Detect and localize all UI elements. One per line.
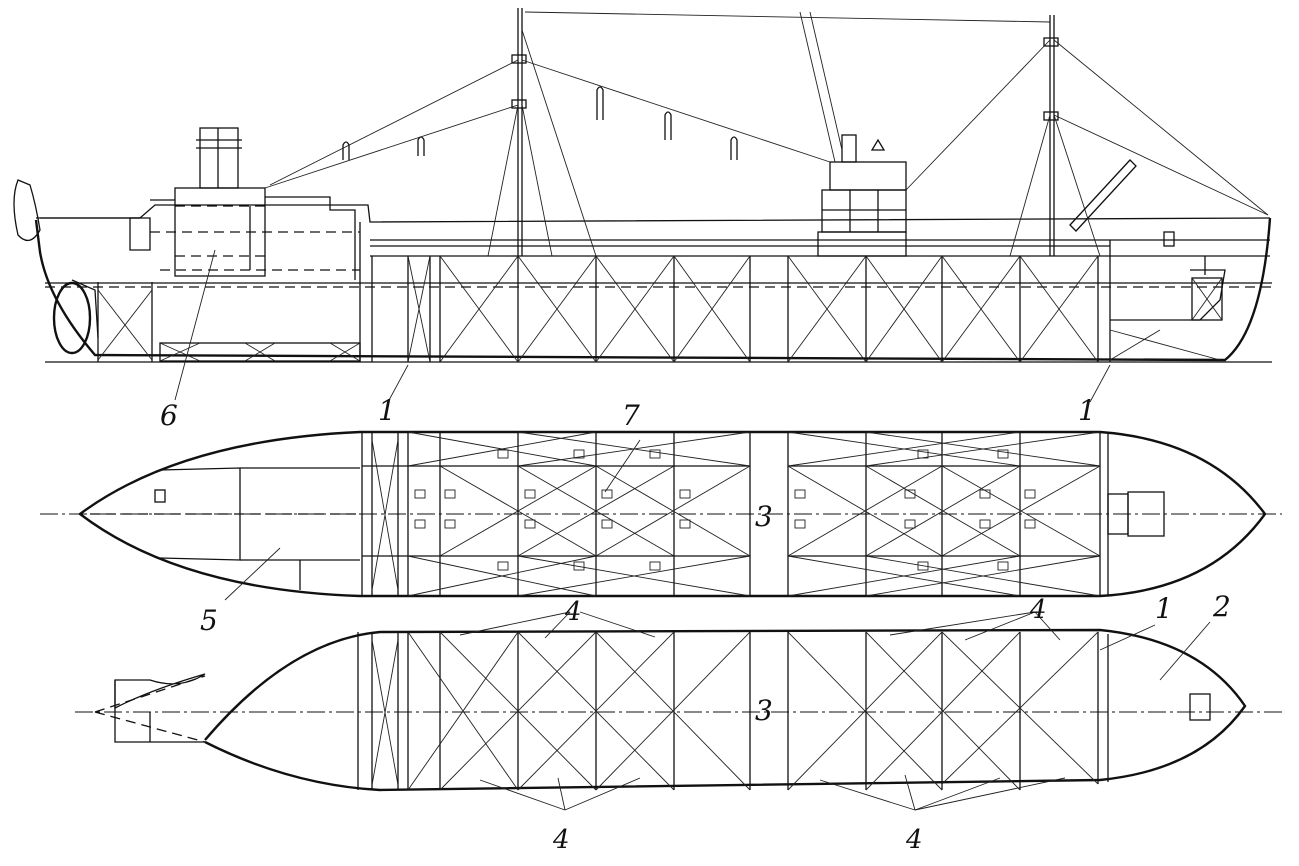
- label-3-bottom: 3: [755, 694, 773, 727]
- bottom-plan-view: 3 4 4 4 4 1 2: [75, 590, 1282, 855]
- deck-plan-view: 7 3 5: [40, 399, 1282, 637]
- bottom-lattice: [357, 631, 1211, 791]
- hold-plan-lattice: [361, 431, 1109, 597]
- label-4-top-right: 4: [1029, 595, 1047, 625]
- label-1-right: 1: [1078, 394, 1096, 427]
- label-4-top-left: 4: [564, 597, 582, 627]
- label-4-low-left: 4: [552, 825, 570, 855]
- label-1-bottom: 1: [1155, 592, 1173, 625]
- label-5: 5: [200, 604, 218, 637]
- label-7: 7: [622, 399, 640, 432]
- funnel: [199, 127, 239, 189]
- midship-bridge: [817, 134, 907, 257]
- label-1-left: 1: [378, 394, 396, 427]
- aft-superstructure: [129, 127, 360, 280]
- aft-frame-bracing: [97, 222, 361, 362]
- hold-lattice-profile: [371, 231, 1226, 363]
- masts-and-rigging: [264, 8, 1269, 257]
- side-profile-view: 6 1 1: [13, 8, 1272, 432]
- label-6: 6: [160, 399, 178, 432]
- label-4-low-right: 4: [905, 825, 923, 855]
- label-3-deck: 3: [755, 500, 773, 533]
- label-2: 2: [1212, 590, 1231, 623]
